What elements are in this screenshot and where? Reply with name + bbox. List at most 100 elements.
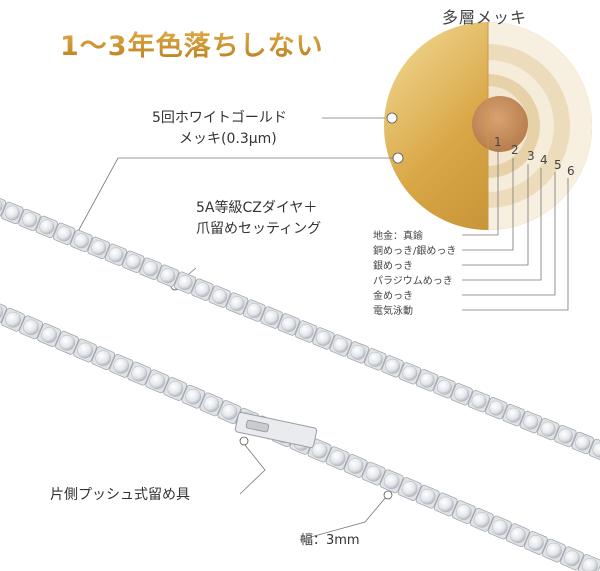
cz-stone xyxy=(149,373,166,390)
cz-stone xyxy=(582,558,598,571)
layer-number-6: 6 xyxy=(567,164,575,178)
headline: 1～3年色落ちしない xyxy=(60,24,324,63)
cz-stone xyxy=(41,327,57,343)
cz-stone xyxy=(91,240,107,256)
cz-stone xyxy=(185,388,202,405)
cz-stone xyxy=(0,305,3,319)
layer-number-1: 1 xyxy=(494,135,502,149)
cz-stone xyxy=(131,365,148,382)
cz-stone xyxy=(229,296,245,312)
cz-stone xyxy=(39,219,55,235)
cz-stone xyxy=(311,442,328,459)
cz-stone xyxy=(108,247,124,263)
layer-number-2: 2 xyxy=(511,143,519,157)
cross-section-leader-line xyxy=(74,157,396,238)
cz-stone xyxy=(509,527,526,544)
cz-stone xyxy=(0,200,3,212)
push-clasp xyxy=(234,411,318,449)
cz-stone xyxy=(488,400,504,416)
plating-marker xyxy=(386,112,398,124)
clasp-callout: 片側プッシュ式留め具 xyxy=(50,487,190,503)
brass-core xyxy=(472,96,528,152)
cz-stone xyxy=(246,303,262,319)
cz-stone xyxy=(455,504,472,521)
plating-callout-line1: 5回ホワイトゴールド xyxy=(152,110,287,126)
layer-legend-4: パラジウムめっき xyxy=(373,276,453,287)
cz-stone xyxy=(540,421,556,437)
chain-link xyxy=(0,300,7,324)
cz-stone xyxy=(113,357,130,374)
cz-stone xyxy=(5,311,21,328)
layer-legend-6: 電気泳動 xyxy=(373,306,413,317)
cz-stone xyxy=(419,372,435,388)
cz-stone xyxy=(401,481,418,497)
cz-stone xyxy=(436,379,452,395)
cz-stone xyxy=(22,212,38,228)
cz-stone xyxy=(315,330,331,346)
chain-link xyxy=(0,194,7,218)
tennis-chain-upper xyxy=(0,194,600,462)
cz-stone xyxy=(437,496,454,513)
width-leader-line xyxy=(299,496,387,541)
clasp-leader-line xyxy=(239,444,266,495)
stone-callout: 5A等級CZダイヤ＋ 爪留めセッティング xyxy=(196,198,321,240)
cz-stone xyxy=(546,542,562,559)
tennis-chain-lower xyxy=(0,300,600,571)
cz-stone xyxy=(56,226,72,242)
cz-stone xyxy=(73,233,89,249)
layer-legend-1: 地金：真鍮 xyxy=(373,231,423,242)
clasp-marker xyxy=(239,436,249,446)
cz-stone xyxy=(4,205,20,221)
cz-stone xyxy=(333,337,349,353)
layer-leader-lines xyxy=(462,150,569,311)
cz-stone xyxy=(177,275,193,291)
cz-stone xyxy=(23,319,39,336)
cz-stone xyxy=(506,407,522,423)
layer-legend-3: 銀めっき xyxy=(373,261,413,272)
cz-stone xyxy=(125,254,141,270)
cz-stone xyxy=(402,365,418,381)
cz-stone xyxy=(212,289,228,305)
stone-callout-line2: 爪留めセッティング xyxy=(196,221,322,237)
cz-stone xyxy=(575,435,591,451)
cz-stone xyxy=(221,404,238,420)
layer-number-5: 5 xyxy=(554,158,562,172)
cz-stone xyxy=(160,268,176,284)
cz-stone xyxy=(471,393,487,409)
layer-legend-2: 銅めっき/銀めっき xyxy=(373,246,457,257)
layer-number-4: 4 xyxy=(540,153,548,167)
layer-legend-5: 金めっき xyxy=(373,291,413,302)
width-callout: 幅：3mm xyxy=(300,533,360,548)
stone-callout-line1: 5A等級CZダイヤ＋ xyxy=(196,200,318,216)
cz-stone xyxy=(419,488,436,505)
cz-stone xyxy=(143,261,159,277)
cz-stone xyxy=(59,334,76,351)
cz-stone xyxy=(383,473,400,490)
layer-number-3: 3 xyxy=(527,149,535,163)
cz-stone xyxy=(194,282,210,298)
plating-callout-line2: メッキ(0.3μm) xyxy=(179,131,277,147)
cz-stone xyxy=(557,428,573,444)
plating-cross-section xyxy=(384,22,592,230)
cz-stone xyxy=(77,342,94,359)
width-marker xyxy=(383,490,393,500)
cz-stone xyxy=(347,458,364,474)
cz-stone xyxy=(365,465,382,482)
cz-stone xyxy=(167,381,184,397)
cz-stone xyxy=(473,511,490,528)
cz-stone xyxy=(329,450,346,467)
cz-stone xyxy=(298,324,314,339)
cross-section-marker xyxy=(392,152,404,164)
plating-callout: 5回ホワイトゴールド メッキ(0.3μm) xyxy=(152,108,287,150)
cz-stone xyxy=(264,310,280,326)
cz-stone xyxy=(454,386,470,402)
cz-stone xyxy=(523,414,539,430)
cz-stone xyxy=(564,550,580,567)
cz-stone xyxy=(350,344,366,360)
cz-stone xyxy=(385,358,401,374)
cz-stone xyxy=(281,317,297,332)
cz-stone xyxy=(592,442,600,458)
cz-stone xyxy=(203,396,220,413)
layers-title: 多層メッキ xyxy=(442,8,528,27)
